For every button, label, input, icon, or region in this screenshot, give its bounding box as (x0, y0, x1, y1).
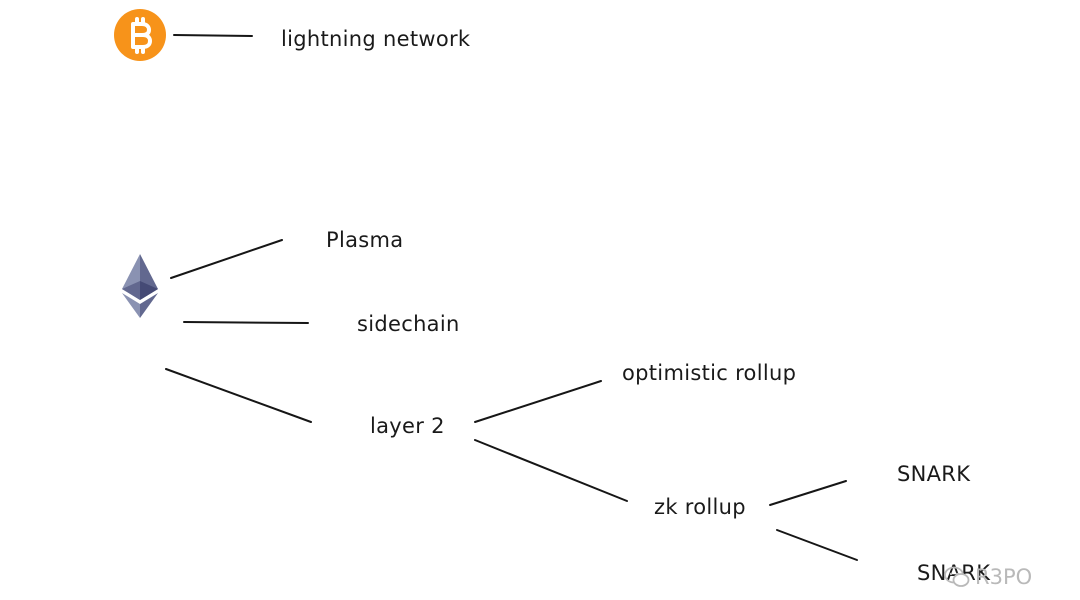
node-zk-rollup: zk rollup (654, 495, 746, 519)
node-optimistic-rollup: optimistic rollup (622, 361, 797, 385)
edge-layer2-optimistic (474, 380, 602, 423)
bitcoin-logo-icon (114, 9, 166, 61)
node-plasma: Plasma (326, 228, 404, 252)
watermark-text: R3PO (975, 564, 1033, 589)
edge-ethereum-layer2 (165, 368, 312, 423)
edge-zk-snark-2 (776, 529, 858, 561)
edge-bitcoin-lightning (173, 34, 253, 37)
ethereum-logo-icon (122, 254, 158, 318)
edge-ethereum-sidechain (183, 321, 309, 324)
node-snark-1: SNARK (897, 462, 971, 486)
edge-zk-snark-1 (769, 480, 847, 506)
node-lightning-network: lightning network (281, 27, 471, 51)
edge-ethereum-plasma (170, 239, 283, 279)
watermark: R3PO (944, 566, 1032, 588)
node-sidechain: sidechain (357, 312, 460, 336)
wechat-icon (944, 566, 970, 587)
node-layer-2: layer 2 (370, 414, 445, 438)
node-snark-2: SNARK (917, 561, 991, 585)
edge-layer2-zk (474, 439, 628, 502)
